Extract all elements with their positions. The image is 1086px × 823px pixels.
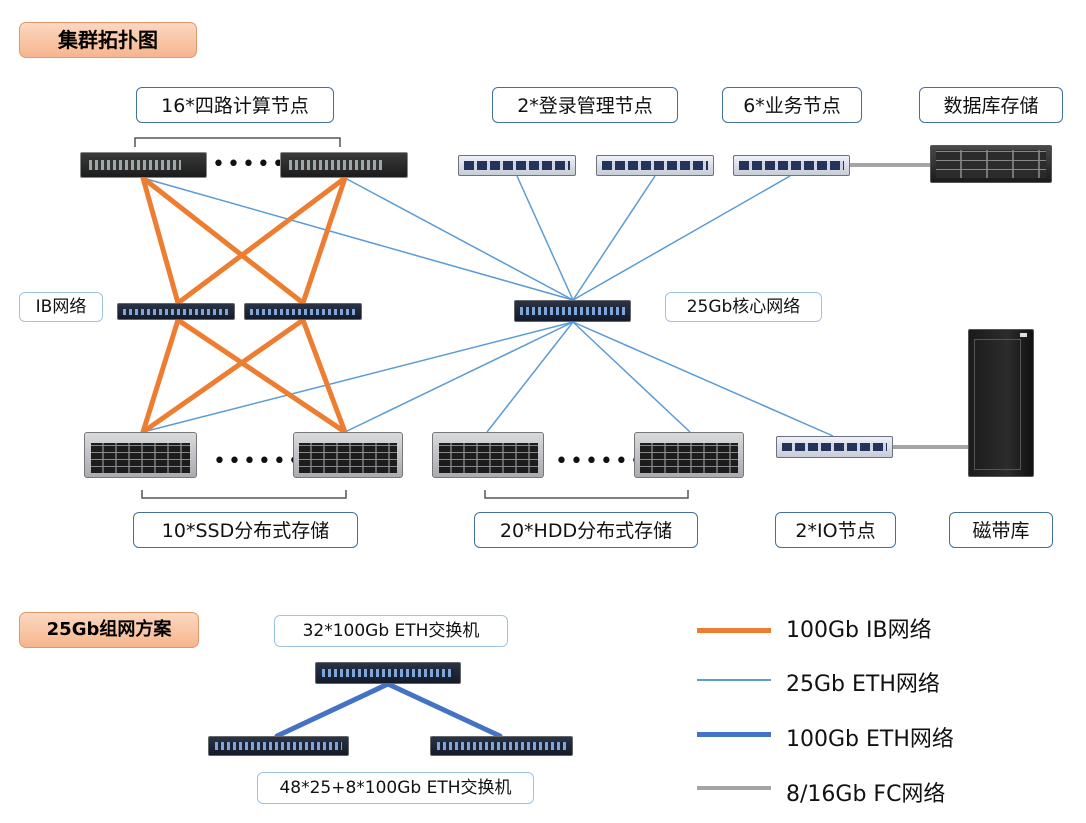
io-nodes-label: 2*IO节点 [775, 512, 896, 548]
ssd-storage-icon [293, 432, 403, 478]
switch-bottom-label: 48*25+8*100Gb ETH交换机 [257, 772, 534, 804]
eth100-lines [274, 681, 503, 739]
tape-library-label: 磁带库 [949, 512, 1053, 548]
hdd-storage-icon [634, 432, 744, 478]
database-storage-label: 数据库存储 [919, 87, 1063, 123]
hdd-ellipsis: ••••••• [555, 449, 660, 474]
switch-25gb-icon [430, 736, 573, 756]
legend-fc-line [697, 786, 771, 790]
legend-eth25-line [697, 679, 771, 681]
subtitle-tag: 25Gb组网方案 [19, 612, 199, 648]
ssd-bracket [141, 490, 347, 499]
hdd-storage-icon [432, 432, 544, 478]
switch-top-label: 32*100Gb ETH交换机 [274, 615, 508, 647]
ib-network-label: IB网络 [19, 292, 103, 322]
legend-fc-text: 8/16Gb FC网络 [786, 782, 946, 807]
compute-bracket [134, 137, 341, 147]
login-server-icon [458, 155, 576, 176]
ib-switch-icon [244, 303, 362, 320]
legend-eth100-line [697, 732, 771, 737]
login-server-icon [596, 155, 714, 176]
database-storage-icon [930, 145, 1052, 183]
service-server-icon [733, 155, 850, 176]
hdd-bracket [484, 490, 689, 499]
fc-lines [850, 163, 968, 449]
compute-server-icon [80, 152, 207, 178]
eth25-lines [142, 175, 834, 437]
legend-ib-text: 100Gb IB网络 [786, 618, 932, 643]
ib100-lines [140, 175, 348, 435]
hdd-storage-label: 20*HDD分布式存储 [474, 512, 698, 548]
login-nodes-label: 2*登录管理节点 [492, 87, 678, 123]
legend-eth100-text: 100Gb ETH网络 [786, 727, 954, 752]
core-switch-icon [514, 300, 631, 322]
legend-eth25-text: 25Gb ETH网络 [786, 672, 940, 697]
page-title: 集群拓扑图 [19, 22, 197, 58]
ib-switch-icon [117, 303, 235, 320]
switch-25gb-icon [208, 736, 349, 756]
legend-ib-line [697, 628, 771, 633]
ssd-ellipsis: ••••••• [213, 449, 318, 474]
ssd-storage-icon [84, 432, 197, 478]
core-network-label: 25Gb核心网络 [665, 292, 822, 322]
tape-library-icon [968, 329, 1034, 477]
io-server-icon [776, 436, 893, 458]
compute-server-icon [280, 152, 408, 178]
switch-100gb-icon [315, 662, 461, 684]
ssd-storage-label: 10*SSD分布式存储 [133, 512, 358, 548]
service-nodes-label: 6*业务节点 [722, 87, 862, 123]
compute-nodes-label: 16*四路计算节点 [136, 87, 334, 123]
